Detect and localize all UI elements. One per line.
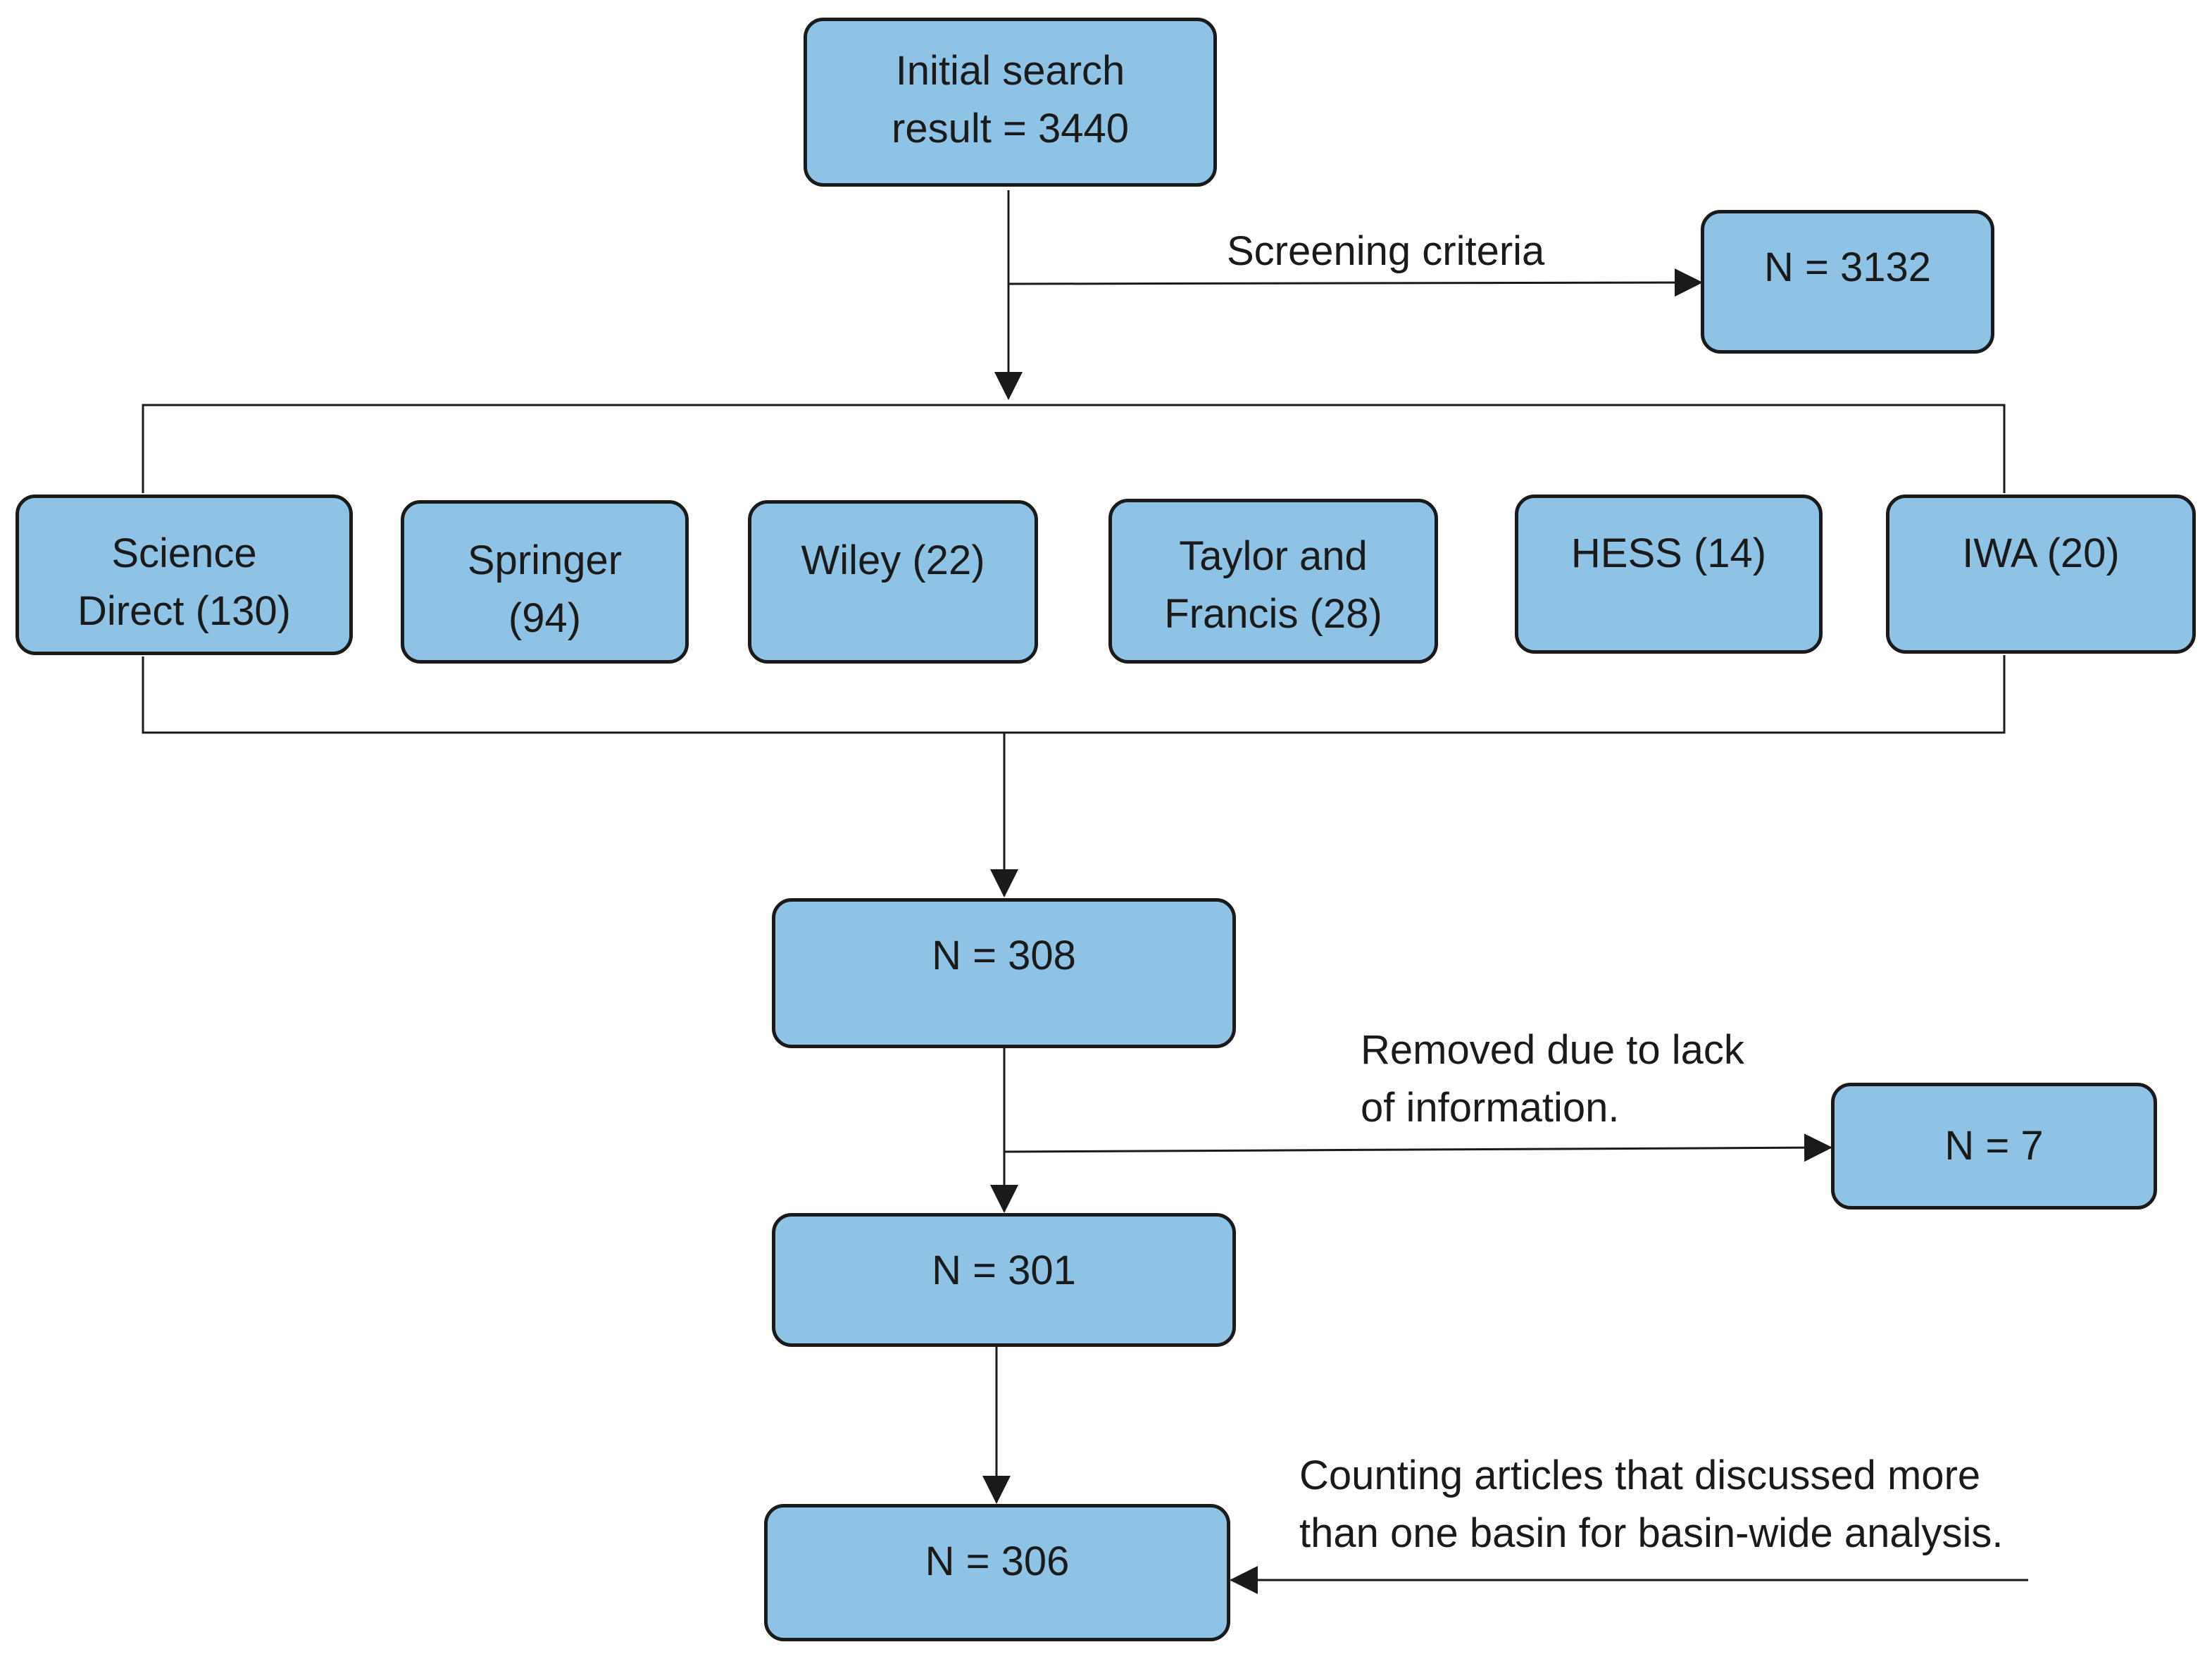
n301-text: N = 301 bbox=[932, 1248, 1076, 1293]
screening-criteria-label: Screening criteria bbox=[1227, 228, 1545, 274]
sources-bottom-bracket bbox=[142, 655, 2006, 734]
removed-excluded-box: N = 7 bbox=[1831, 1083, 2157, 1210]
screening-excluded-box: N = 3132 bbox=[1701, 210, 1994, 354]
source-text-science-direct: Science Direct (130) bbox=[77, 530, 291, 634]
removed-excluded-text: N = 7 bbox=[1944, 1123, 2044, 1169]
arrow-removed-to-excluded bbox=[1004, 1133, 1832, 1162]
source-box-hess: HESS (14) bbox=[1515, 495, 1823, 654]
source-text-wiley: Wiley (22) bbox=[801, 537, 985, 583]
source-box-springer: Springer (94) bbox=[401, 500, 689, 664]
source-box-wiley: Wiley (22) bbox=[748, 500, 1038, 664]
source-box-iwa: IWA (20) bbox=[1886, 495, 2196, 654]
n308-box: N = 308 bbox=[772, 898, 1236, 1048]
sources-top-bracket bbox=[142, 404, 2006, 493]
source-text-taylor-francis: Taylor and Francis (28) bbox=[1164, 533, 1382, 637]
n308-text: N = 308 bbox=[932, 933, 1076, 978]
removed-label: Removed due to lack of information. bbox=[1361, 1027, 1744, 1131]
n301-box: N = 301 bbox=[772, 1213, 1236, 1347]
source-text-iwa: IWA (20) bbox=[1962, 530, 2120, 576]
initial-search-text: Initial search result = 3440 bbox=[892, 48, 1129, 151]
screening-excluded-text: N = 3132 bbox=[1763, 244, 1931, 290]
source-text-hess: HESS (14) bbox=[1570, 530, 1767, 576]
source-text-springer: Springer (94) bbox=[467, 537, 623, 641]
counting-label: Counting articles that discussed more th… bbox=[1299, 1453, 2004, 1556]
source-box-science-direct: Science Direct (130) bbox=[15, 495, 353, 655]
n306-text: N = 306 bbox=[925, 1538, 1070, 1584]
arrow-screening-to-excluded bbox=[1008, 268, 1703, 297]
n306-box: N = 306 bbox=[764, 1504, 1230, 1641]
initial-search-box: Initial search result = 3440 bbox=[804, 18, 1217, 187]
source-box-taylor-francis: Taylor and Francis (28) bbox=[1108, 499, 1438, 664]
